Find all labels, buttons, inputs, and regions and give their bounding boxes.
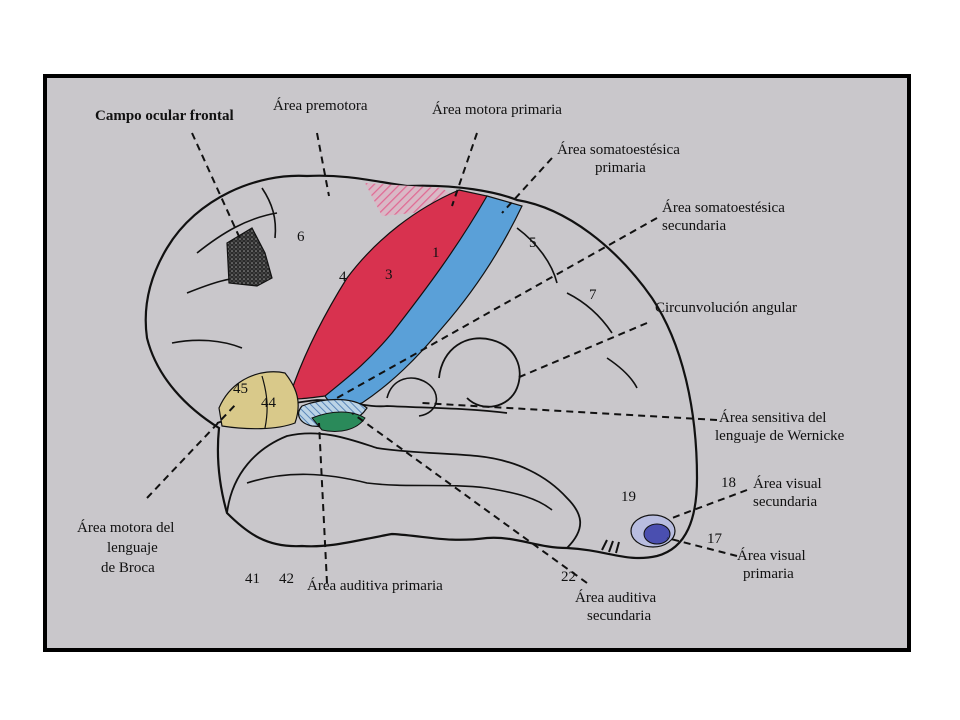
parietal-sulcus-2 [566,292,613,334]
area-number-3: 3 [385,267,393,283]
area-number-22: 22 [561,569,576,585]
leader-somato-secundaria [336,217,658,399]
label-visual-prim-1: Área visual [737,548,806,564]
leader-broca [146,402,238,499]
frontal-sulcus-4 [261,187,277,239]
temporal-lobe-contour [226,432,582,549]
broca-divider [261,375,268,429]
label-somato-secundaria-1: Área somatoestésica [662,200,785,216]
area-number-19: 19 [621,489,636,505]
leader-campo-ocular [191,132,243,244]
label-somato-primaria-1: Área somatoestésica [557,142,680,158]
label-wernicke-2: lenguaje de Wernicke [715,428,845,444]
area-number-6: 6 [297,229,305,245]
label-visual-sec-1: Área visual [753,476,822,492]
area-number-18: 18 [721,475,736,491]
superior-temporal-sulcus [246,473,553,511]
leader-auditiva-sec [351,412,588,584]
diagram-frame: Campo ocular frontal Área premotora Área… [43,74,911,652]
area-number-45: 45 [233,381,248,397]
area-number-17: 17 [707,531,722,547]
brain-diagram [144,132,748,584]
primary-visual-area [643,523,671,545]
label-visual-sec-2: secundaria [753,494,818,510]
angular-gyrus-loop [438,337,521,408]
frontal-sulcus-3 [171,339,243,349]
area-number-5: 5 [529,235,537,251]
area-number-44: 44 [261,395,276,411]
calcarine-marks [601,539,620,554]
broca-area [218,371,299,430]
label-campo-ocular: Campo ocular frontal [95,108,234,124]
area-number-4: 4 [339,269,347,285]
label-circunvolucion: Circunvolución angular [655,300,798,316]
frontal-sulcus-1 [196,212,278,254]
label-motora-primaria: Área motora primaria [432,102,562,118]
label-somato-primaria-2: primaria [595,160,646,176]
label-broca-3: de Broca [101,560,155,576]
area-number-41: 41 [245,571,260,587]
label-broca-2: lenguaje [107,540,158,556]
frontal-eye-field [226,227,273,287]
leader-circunvolucion [516,322,648,379]
leader-motora-primaria [451,132,478,207]
area-number-42: 42 [279,571,294,587]
parietal-sulcus-3 [606,357,638,389]
leader-premotora [316,132,330,197]
leader-somato-primaria [501,157,553,214]
label-auditiva-primaria: Área auditiva primaria [307,578,443,594]
label-auditiva-sec-2: secundaria [587,608,652,624]
parietal-sulcus-1 [516,227,558,284]
label-wernicke-1: Área sensitiva del [719,410,827,426]
label-somato-secundaria-2: secundaria [662,218,727,234]
label-auditiva-sec-1: Área auditiva [575,590,657,606]
leader-wernicke [421,402,718,421]
area-number-7: 7 [589,287,597,303]
label-visual-prim-2: primaria [743,566,794,582]
leader-visual-sec [671,489,748,519]
leader-visual-prim [666,537,738,557]
supramarginal-loop [386,377,438,417]
label-premotora: Área premotora [273,98,368,114]
brain-outline [144,174,699,560]
primary-auditory-area [311,411,366,432]
leader-auditiva-primaria [318,422,328,584]
area-number-1: 1 [432,245,440,261]
label-broca-1: Área motora del [77,520,175,536]
